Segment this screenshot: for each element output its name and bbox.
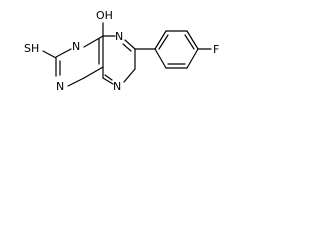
bond-n8-c8a bbox=[102, 77, 114, 85]
bond-ph-3-4-inner bbox=[184, 34, 195, 50]
bonds-center-ring bbox=[102, 35, 136, 85]
bond-n8-c8a-inner bbox=[104, 74, 113, 81]
bond-ph-1-2 bbox=[154, 30, 167, 50]
bond-c8a-c4a bbox=[83, 66, 104, 79]
atom-label-n5: N bbox=[115, 30, 123, 43]
atom-label-f: F bbox=[213, 43, 219, 56]
bond-n3-c2 bbox=[55, 48, 72, 58]
bond-ph-4-5 bbox=[186, 48, 199, 69]
atom-label-n3: N bbox=[72, 40, 80, 53]
bond-n5-c6-inner bbox=[122, 43, 132, 52]
bond-n1-c8a bbox=[67, 77, 85, 87]
bond-c4-n3 bbox=[83, 35, 104, 48]
atom-label-oh: OH bbox=[96, 9, 113, 22]
bond-c7-n8 bbox=[123, 68, 136, 83]
bond-ph-3-4 bbox=[186, 30, 199, 50]
bond-ph-1-2-inner bbox=[158, 34, 169, 50]
atom-label-n8: N bbox=[113, 80, 121, 93]
atom-label-n1: N bbox=[56, 80, 64, 93]
bond-c2-sh bbox=[42, 50, 57, 59]
atom-label-sh: SH bbox=[24, 42, 39, 55]
bonds-phenyl-ring bbox=[134, 30, 212, 69]
molecule-structure-drawing: OH SH N N N N F bbox=[0, 0, 254, 124]
bond-ph-6-1 bbox=[154, 48, 167, 69]
bond-n5-c6 bbox=[124, 39, 136, 50]
bonds-left-ring bbox=[42, 22, 104, 87]
molecule-svg: OH SH N N N N F bbox=[24, 9, 219, 93]
